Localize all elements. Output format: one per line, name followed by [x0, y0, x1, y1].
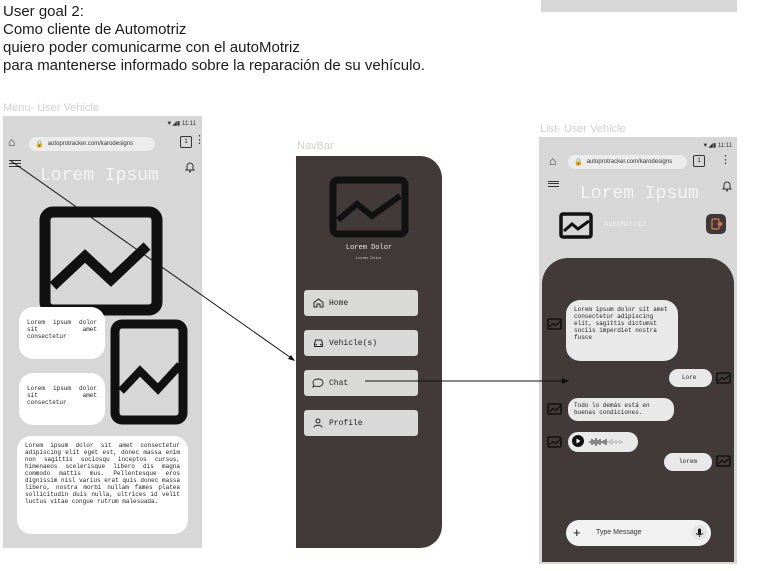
avatar-image-icon	[329, 176, 409, 243]
status-bar: ▼◢▮ 11:11	[166, 120, 196, 127]
message-bubble: Todo lo demás está en buenas condiciones…	[568, 398, 674, 421]
more-icon[interactable]: ⋮	[720, 154, 731, 166]
navbar-subtitle: Lorem Dolor	[355, 257, 383, 261]
add-icon[interactable]: +	[573, 525, 581, 540]
bell-icon[interactable]	[721, 179, 733, 197]
nav-item-label: Chat	[329, 378, 349, 388]
top-right-block	[541, 0, 737, 12]
url-bar[interactable]: 🔒 autoprotracker.com/karodesigns	[29, 137, 155, 151]
message-text: lorem	[679, 458, 698, 465]
chat-bubble-icon	[310, 378, 326, 388]
user-goal: User goal 2: Como cliente de Automotriz …	[3, 3, 425, 75]
user-icon	[310, 418, 326, 428]
home-icon[interactable]: ⌂	[549, 154, 557, 168]
nav-item-chat[interactable]: Chat	[304, 370, 418, 396]
user-image-icon	[716, 371, 731, 389]
status-time: 11:11	[717, 143, 732, 149]
arrow-head-2	[562, 378, 569, 384]
menu-phone-screen: ▼◢▮ 11:11 ⌂ 🔒 autoprotracker.com/karodes…	[3, 116, 205, 548]
info-card-3[interactable]: Lorem ipsum dolor sit amet consectetur a…	[17, 436, 188, 534]
message-input-placeholder: Type Message	[596, 529, 642, 536]
message-text: Lore	[682, 374, 697, 381]
contact-image-icon	[547, 317, 562, 335]
hamburger-icon[interactable]	[548, 179, 559, 188]
navbar-name: Lorem Dolor	[345, 244, 393, 252]
image-placeholder-icon	[39, 206, 163, 321]
status-time: 11:11	[181, 121, 196, 127]
page-title: Lorem Ipsum	[40, 166, 159, 186]
nav-item-home[interactable]: Home	[304, 290, 418, 316]
waveform-icon	[589, 437, 629, 449]
microphone-button[interactable]	[692, 525, 707, 540]
url-text: autoprotracker.com/karodesigns	[47, 141, 134, 147]
goal-line-2: Como cliente de Automotriz	[3, 21, 187, 38]
navbar-panel: Lorem Dolor Lorem Dolor Home Vehicle(s) …	[296, 156, 442, 548]
microphone-icon	[696, 528, 703, 537]
caption-list: List- User Vehicle	[540, 123, 626, 135]
contact-image-icon	[547, 435, 562, 453]
message-text: Todo lo demás está en buenas condiciones…	[574, 402, 650, 416]
card-1-text: Lorem ipsum dolor sit amet consectetur	[27, 319, 97, 340]
brand-name: AutoMotriz	[604, 221, 647, 229]
logout-icon	[711, 218, 723, 230]
card-3-text: Lorem ipsum dolor sit amet consectetur a…	[25, 442, 180, 505]
voice-message[interactable]	[568, 432, 638, 452]
info-card-2[interactable]: Lorem ipsum dolor sit amet consectetur	[19, 373, 105, 425]
arrow-menu-to-navbar	[10, 160, 295, 361]
lock-icon: 🔒	[574, 159, 583, 166]
page-title: Lorem Ipsum	[580, 184, 699, 204]
bell-icon[interactable]	[184, 160, 196, 178]
info-card-1[interactable]: Lorem ipsum dolor sit amet consectetur	[19, 307, 105, 359]
lock-icon: 🔒	[35, 141, 44, 148]
image-placeholder-icon-2	[110, 319, 188, 430]
message-input[interactable]: + Type Message	[566, 520, 711, 546]
message-text: Lorem ipsum dolor sit amet consectetur a…	[574, 306, 668, 341]
message-bubble: Lorem ipsum dolor sit amet consectetur a…	[566, 300, 678, 361]
url-bar[interactable]: 🔒 autoprotracker.com/karodesigns	[568, 155, 687, 169]
url-text: autoprotracker.com/karodesigns	[586, 159, 673, 165]
status-bar: ▼◢▮ 11:11	[702, 142, 732, 149]
tabs-button[interactable]: 1	[180, 136, 192, 148]
signal-icon: ▼◢▮	[702, 143, 717, 149]
goal-line-3: quiero poder comunicarme con el autoMotr…	[3, 39, 300, 56]
caption-menu: Menu- User Vehicle	[3, 102, 99, 114]
user-image-icon	[716, 454, 731, 472]
caption-navbar: NavBar	[297, 140, 334, 152]
home-icon	[310, 298, 326, 308]
car-icon	[310, 338, 326, 348]
list-phone-screen: ▼◢▮ 11:11 ⌂ 🔒 autoprotracker.com/karodes…	[539, 137, 737, 564]
goal-line-1: User goal 2:	[3, 3, 84, 20]
logout-button[interactable]	[706, 214, 726, 234]
chat-panel: Lorem ipsum dolor sit amet consectetur a…	[542, 258, 734, 562]
arrow-head-1	[288, 355, 295, 361]
message-bubble-out: Lore	[669, 369, 712, 387]
goal-line-4: para mantenerse informado sobre la repar…	[3, 57, 425, 74]
nav-item-label: Profile	[329, 418, 363, 428]
tabs-button[interactable]: 1	[693, 155, 705, 167]
brand-image-icon	[559, 212, 593, 244]
contact-image-icon	[547, 402, 562, 420]
nav-item-profile[interactable]: Profile	[304, 410, 418, 436]
nav-item-vehicles[interactable]: Vehicle(s)	[304, 330, 418, 356]
card-2-text: Lorem ipsum dolor sit amet consectetur	[27, 385, 97, 406]
more-icon[interactable]: ⋮	[194, 134, 205, 146]
nav-item-label: Vehicle(s)	[329, 338, 378, 348]
play-icon[interactable]	[572, 435, 584, 447]
signal-icon: ▼◢▮	[166, 121, 181, 127]
home-icon[interactable]: ⌂	[8, 135, 16, 149]
nav-item-label: Home	[329, 298, 349, 308]
message-bubble-out: lorem	[664, 453, 712, 471]
